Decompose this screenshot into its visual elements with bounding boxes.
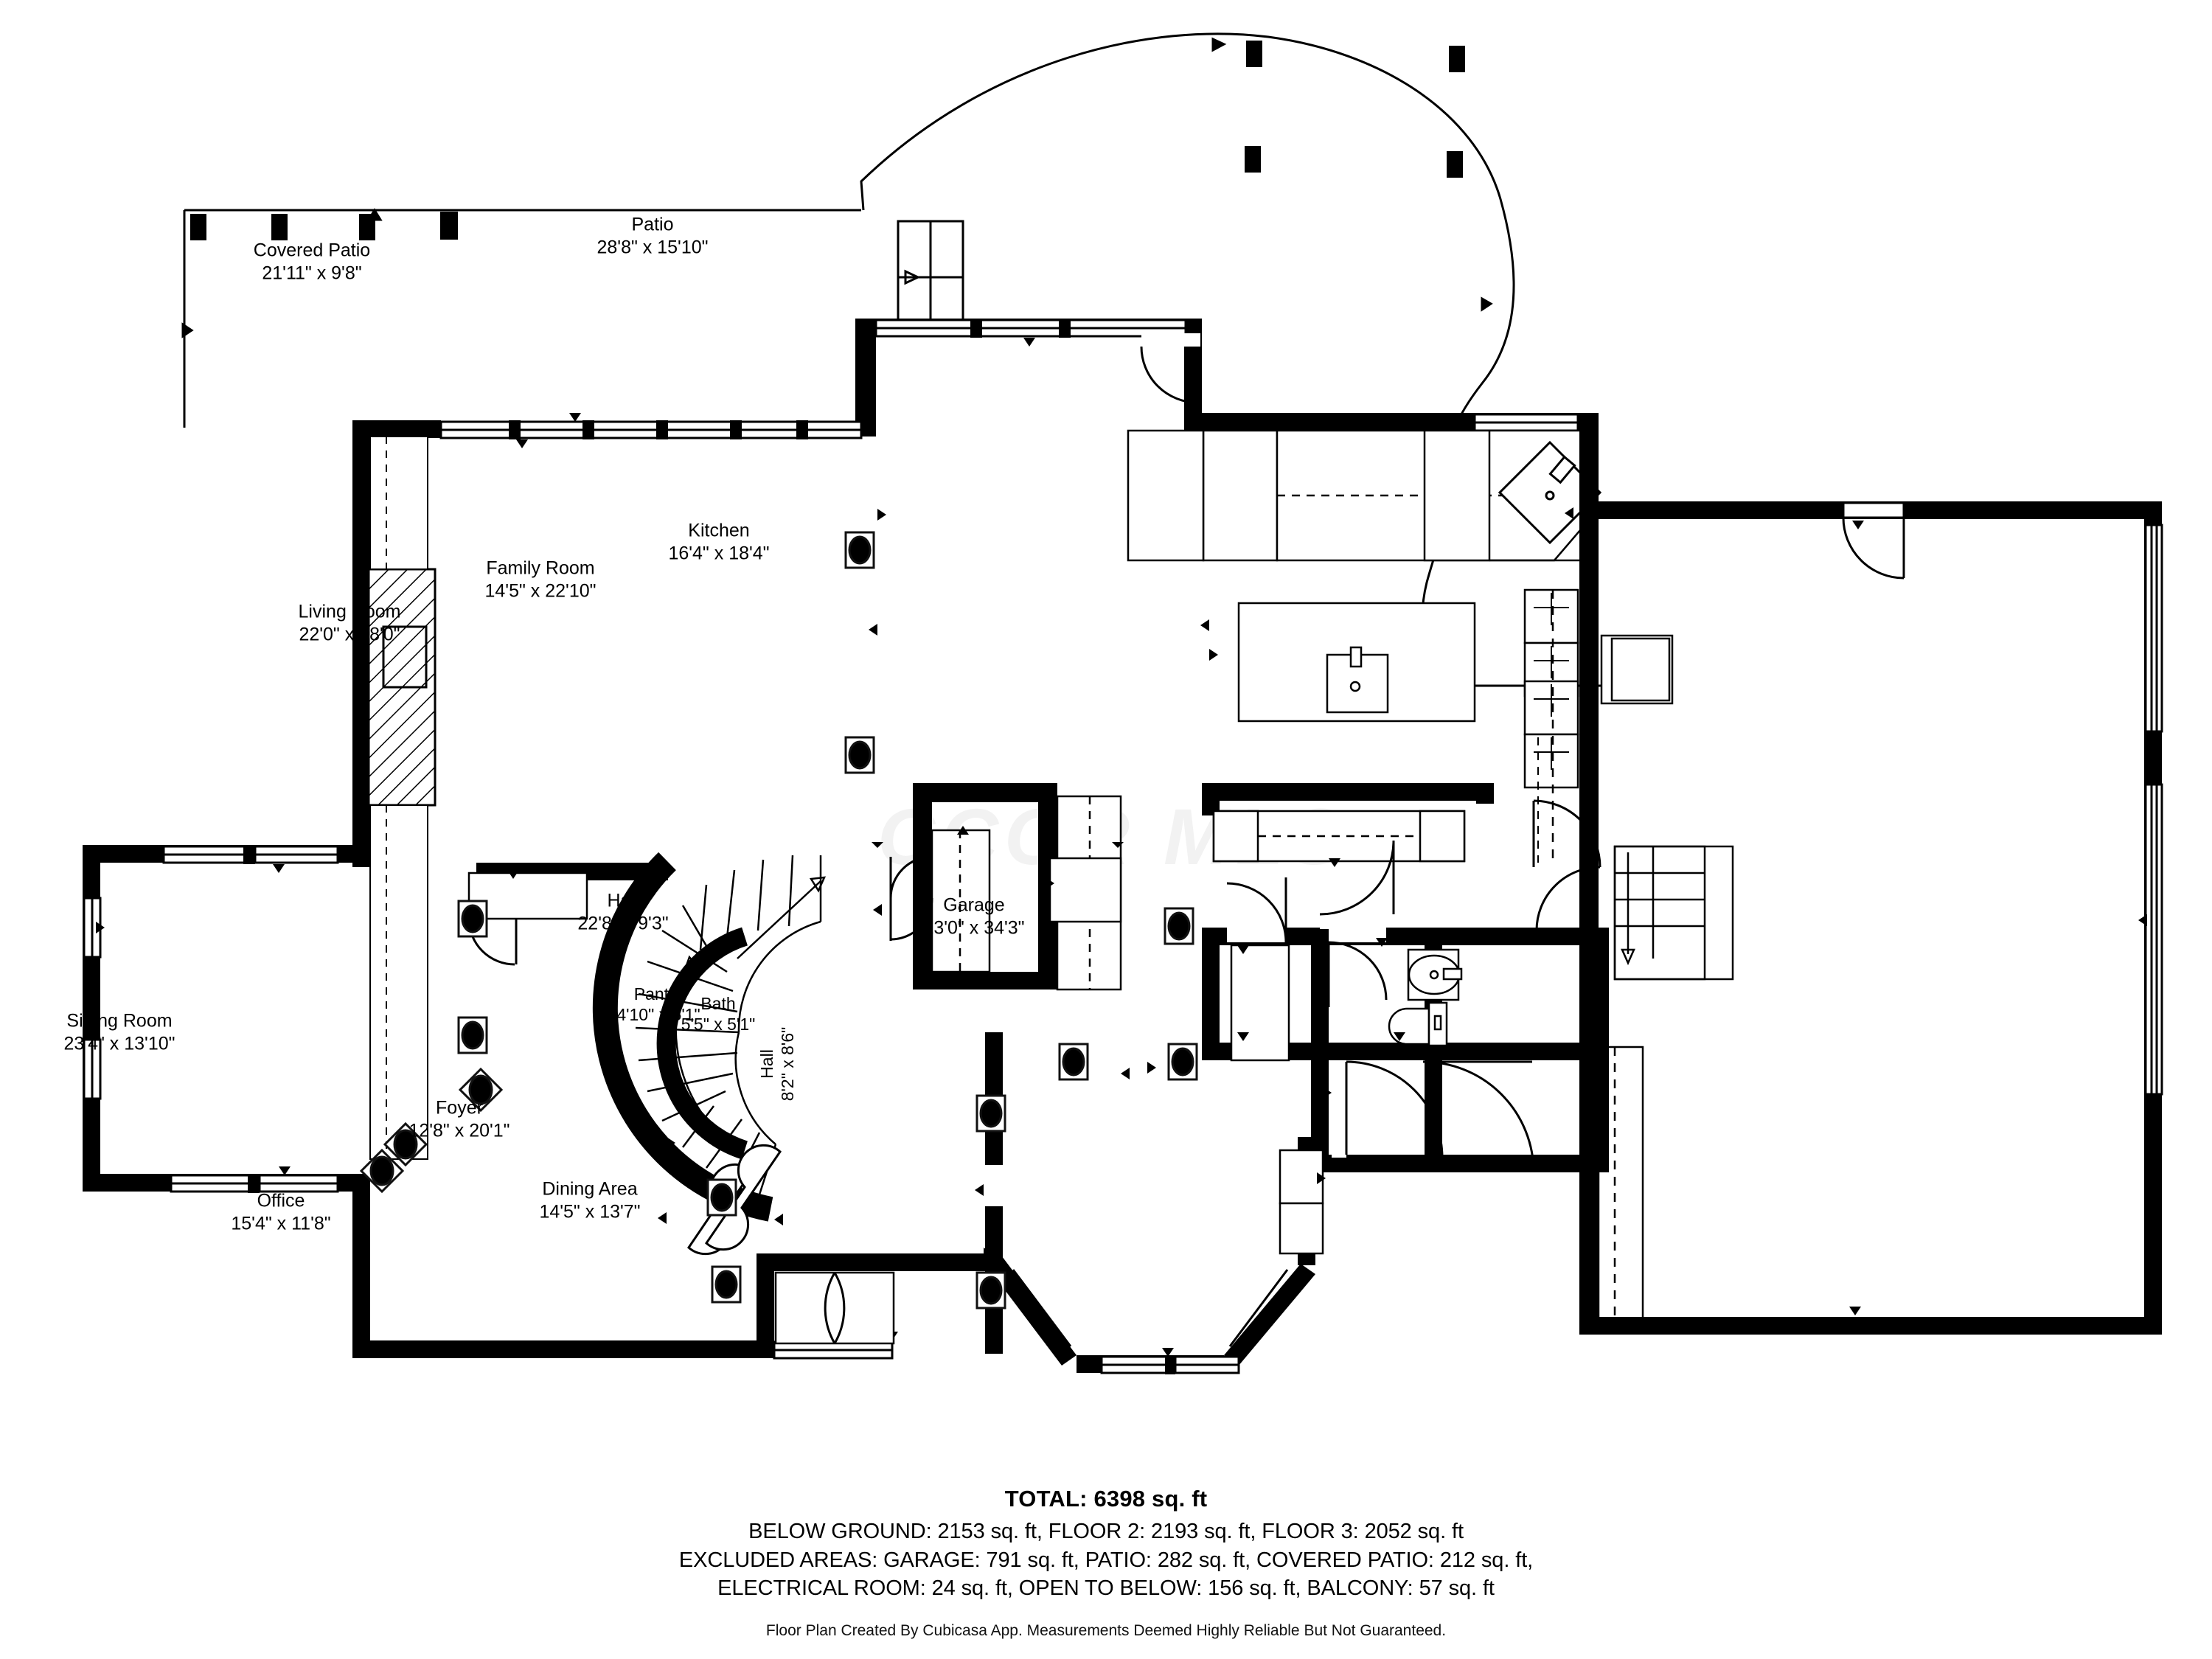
room-label-foyer: Foyer 12'8" x 20'1"	[408, 1097, 509, 1142]
ceiling-lights	[359, 531, 1198, 1310]
floor-plan-drawing	[83, 32, 2163, 1374]
creator-credit-text: Floor Plan Created By Cubicasa App. Meas…	[765, 1621, 1447, 1639]
room-label-living-room: Living Room 22'0" x 18'0"	[299, 601, 401, 646]
entry-closets	[889, 795, 1122, 991]
room-dimensions: 15'4" x 11'8"	[231, 1213, 331, 1234]
floor-plan-footer: TOTAL: 6398 sq. ft BELOW GROUND: 2153 sq…	[0, 1486, 2212, 1640]
room-label-patio: Patio 28'8" x 15'10"	[597, 214, 708, 259]
kitchen-fixtures	[1127, 429, 1674, 867]
double-entry-doors	[774, 1271, 895, 1345]
room-name: Hall	[757, 1049, 776, 1079]
room-dimensions: 4'10" x 5'1"	[616, 1005, 700, 1024]
fireplace	[367, 568, 437, 807]
room-name: Dining Area	[542, 1178, 638, 1200]
hall-doors	[1323, 938, 1597, 1173]
patio-outline	[860, 32, 1604, 687]
patio-french-door	[897, 220, 964, 335]
covered-patio-posts	[190, 212, 458, 240]
room-dimensions: 16'4" x 18'4"	[668, 543, 770, 563]
room-dimensions: 23'0" x 34'3"	[923, 917, 1025, 938]
room-label-bath: Bath 5'5" x 5'1"	[681, 993, 756, 1034]
bath-fixtures	[1327, 928, 1463, 1047]
windows	[83, 319, 2163, 1374]
room-name: Living Room	[298, 601, 401, 622]
room-dimensions: 14'5" x 13'7"	[539, 1201, 641, 1222]
room-label-pantry: Pantry 4'10" x 5'1"	[616, 984, 700, 1025]
room-label-hall-main: Hall 22'8" x 9'3"	[577, 890, 668, 935]
room-dimensions: 14'5" x 22'10"	[484, 580, 597, 601]
room-label-garage: Garage 23'0" x 34'3"	[923, 894, 1024, 939]
dining-closet	[1279, 1149, 1326, 1255]
room-name: Pantry	[633, 984, 684, 1004]
room-name: Bath	[700, 993, 736, 1013]
direction-markers	[658, 507, 1573, 1259]
room-name: Garage	[943, 894, 1005, 916]
room-dimensions: 22'8" x 9'3"	[577, 913, 669, 933]
room-dimensions: 5'5" x 5'1"	[681, 1015, 756, 1034]
area-breakdown-line-1: BELOW GROUND: 2153 sq. ft, FLOOR 2: 2193…	[748, 1520, 1464, 1543]
room-label-family-room: Family Room 14'5" x 22'10"	[484, 557, 596, 602]
room-dimensions: 21'11" x 9'8"	[262, 262, 362, 283]
kitchen-hall-door	[1535, 866, 1601, 931]
total-area-text: TOTAL: 6398 sq. ft	[1004, 1486, 1208, 1512]
room-label-kitchen: Kitchen 16'4" x 18'4"	[668, 520, 769, 565]
kitchen-partition	[1579, 431, 1599, 947]
garage-stairs	[1613, 845, 1734, 981]
hall-entry-door	[1319, 840, 1395, 929]
room-label-covered-patio: Covered Patio 21'11" x 9'8"	[254, 240, 370, 285]
room-dimensions: 23'4" x 13'10"	[63, 1033, 175, 1054]
room-name: Hall	[607, 890, 639, 911]
room-label-sitting-room: Sitting Room 23'4" x 13'10"	[63, 1010, 175, 1055]
office-closet	[467, 870, 588, 966]
room-name: Covered Patio	[253, 240, 371, 261]
room-label-office: Office 15'4" x 11'8"	[231, 1190, 330, 1235]
kitchen-exterior-door	[1140, 333, 1200, 404]
room-dimensions: 22'0" x 18'0"	[299, 624, 400, 644]
garage-hall-door	[1532, 799, 1601, 868]
room-label-hall-side: Hall 8'2" x 8'6"	[757, 1027, 798, 1102]
room-name: Family Room	[486, 557, 595, 579]
room-dimensions: 12'8" x 20'1"	[408, 1120, 510, 1141]
room-name: Patio	[631, 214, 674, 235]
room-dimensions: 8'2" x 8'6"	[778, 1026, 797, 1102]
room-name: Office	[257, 1190, 305, 1211]
room-name: Kitchen	[688, 520, 750, 541]
area-breakdown-line-2: EXCLUDED AREAS: GARAGE: 791 sq. ft, PATI…	[678, 1548, 1534, 1572]
area-breakdown-line-3: ELECTRICAL ROOM: 24 sq. ft, OPEN TO BELO…	[717, 1576, 1495, 1601]
living-room-builtin	[358, 436, 428, 1160]
patio-posts	[1245, 41, 1465, 178]
room-dimensions: 28'8" x 15'10"	[597, 237, 709, 257]
room-name: Sitting Room	[66, 1010, 173, 1032]
room-label-dining-area: Dining Area 14'5" x 13'7"	[539, 1178, 640, 1223]
room-name: Foyer	[436, 1097, 483, 1119]
pantry-fixtures	[1226, 877, 1290, 1062]
